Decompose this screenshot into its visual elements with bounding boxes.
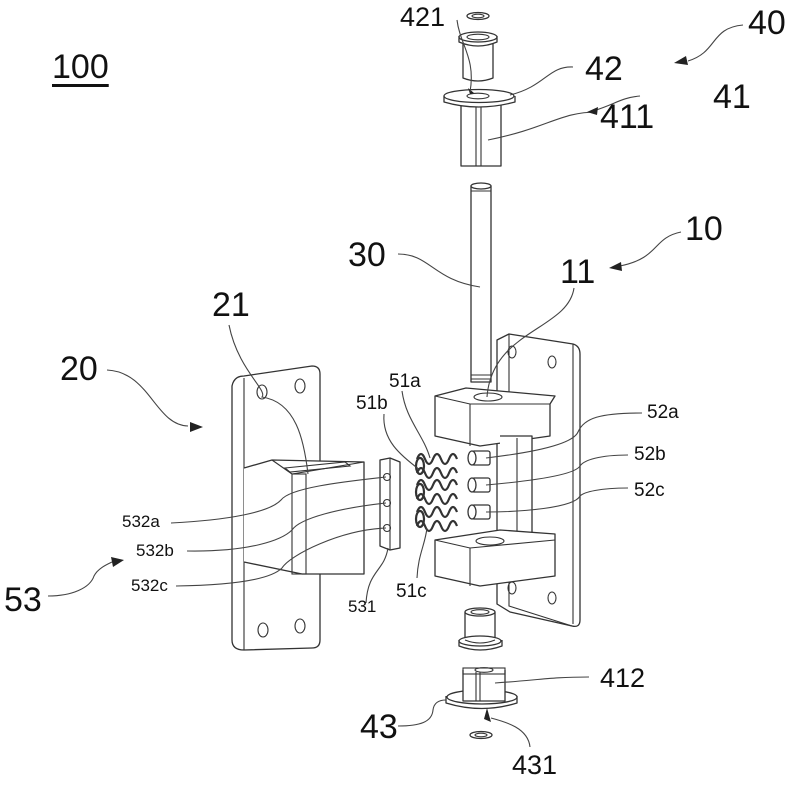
- arrow-421: [468, 88, 474, 94]
- shaft-30: [470, 182, 492, 383]
- label-40: 40: [748, 4, 786, 42]
- label-41: 41: [713, 78, 751, 116]
- label-52c: 52c: [634, 480, 665, 501]
- label-10: 10: [685, 210, 723, 248]
- label-20: 20: [60, 350, 98, 388]
- top-bushing-42: [458, 31, 498, 82]
- label-51a: 51a: [389, 371, 421, 392]
- label-431: 431: [512, 750, 558, 780]
- bracket-20: [231, 365, 365, 651]
- spring-51c: [414, 505, 459, 533]
- label-43: 43: [360, 708, 398, 746]
- spring-51b: [414, 478, 459, 506]
- arrow-431: [484, 708, 491, 722]
- bottom-bushing: [458, 607, 503, 651]
- bottom-retaining-ring: [469, 730, 493, 740]
- plate-531: [379, 457, 401, 551]
- label-532a: 532a: [122, 512, 160, 531]
- label-52b: 52b: [634, 444, 666, 465]
- label-30: 30: [348, 236, 386, 274]
- label-53: 53: [4, 581, 42, 619]
- label-21: 21: [212, 286, 250, 324]
- label-51b: 51b: [356, 393, 388, 414]
- spring-51a: [414, 452, 459, 480]
- label-411: 411: [600, 98, 655, 136]
- bracket-10: [434, 333, 581, 628]
- leader-lines: [47, 19, 744, 748]
- label-42: 42: [585, 50, 623, 88]
- label-412: 412: [600, 663, 646, 693]
- label-532c: 532c: [131, 576, 168, 595]
- label-52a: 52a: [647, 402, 679, 423]
- springs-51: [414, 452, 459, 533]
- top-retaining-ring: [466, 11, 490, 21]
- top-flange-411: [443, 88, 516, 167]
- label-532b: 532b: [136, 541, 174, 560]
- bottom-flange-43: [445, 667, 518, 710]
- label-11: 11: [560, 253, 596, 291]
- label-421: 421: [400, 2, 446, 32]
- label-51c: 51c: [396, 581, 427, 602]
- figure-reference-100: 100: [52, 48, 109, 86]
- label-531: 531: [348, 597, 377, 616]
